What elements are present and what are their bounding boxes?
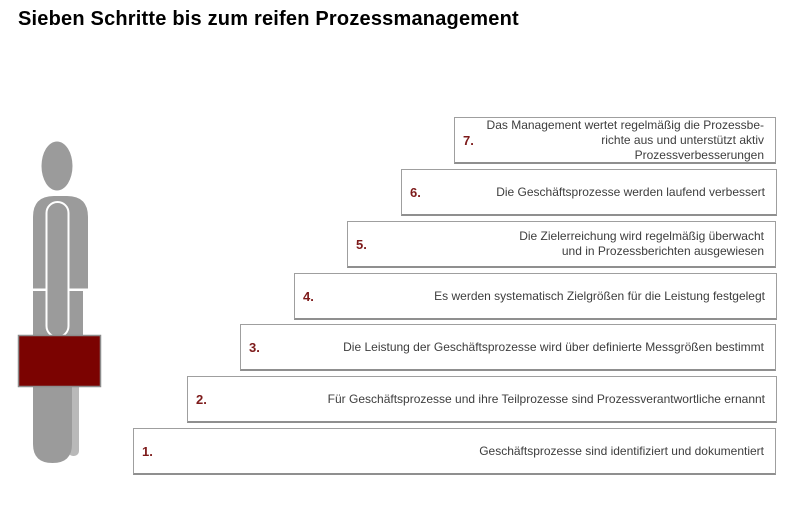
step-number: 4. bbox=[303, 288, 314, 304]
step-box-5: 5. Die Zielerreichung wird regelmäßig übe… bbox=[347, 221, 776, 268]
step-box-7: 7. Das Management wertet regelmäßig die P… bbox=[454, 117, 776, 164]
step-text: Es werden systematisch Zielgrößen für di… bbox=[434, 288, 765, 303]
step-box-3: 3. Die Leistung der Geschäftsprozesse wir… bbox=[240, 324, 776, 371]
step-text: Geschäftsprozesse sind identifiziert und… bbox=[479, 443, 764, 458]
page-title: Sieben Schritte bis zum reifen Prozessma… bbox=[18, 8, 519, 30]
step-box-6: 6. Die Geschäftsprozesse werden laufend v… bbox=[401, 169, 777, 216]
step-text: Die Zielerreichung wird regelmäßig überw… bbox=[519, 229, 764, 258]
step-text: Das Management wertet regelmäßig die Pro… bbox=[486, 117, 764, 162]
briefcase-icon bbox=[17, 334, 102, 388]
person-briefcase-figure bbox=[17, 141, 102, 463]
step-number: 2. bbox=[196, 391, 207, 407]
step-number: 3. bbox=[249, 339, 260, 355]
step-number: 6. bbox=[410, 184, 421, 200]
step-number: 1. bbox=[142, 443, 153, 459]
step-number: 5. bbox=[356, 236, 367, 252]
step-box-2: 2. Für Geschäftsprozesse und ihre Teilpro… bbox=[187, 376, 777, 423]
figure-head bbox=[41, 141, 73, 191]
step-number: 7. bbox=[463, 132, 474, 148]
step-text: Die Leistung der Geschäftsprozesse wird … bbox=[343, 339, 764, 354]
step-text: Die Geschäftsprozesse werden laufend ver… bbox=[496, 184, 765, 199]
step-text: Für Geschäftsprozesse und ihre Teilproze… bbox=[327, 391, 765, 406]
step-box-1: 1. Geschäftsprozesse sind identifiziert u… bbox=[133, 428, 776, 475]
step-box-4: 4. Es werden systematisch Zielgrößen für … bbox=[294, 273, 777, 320]
